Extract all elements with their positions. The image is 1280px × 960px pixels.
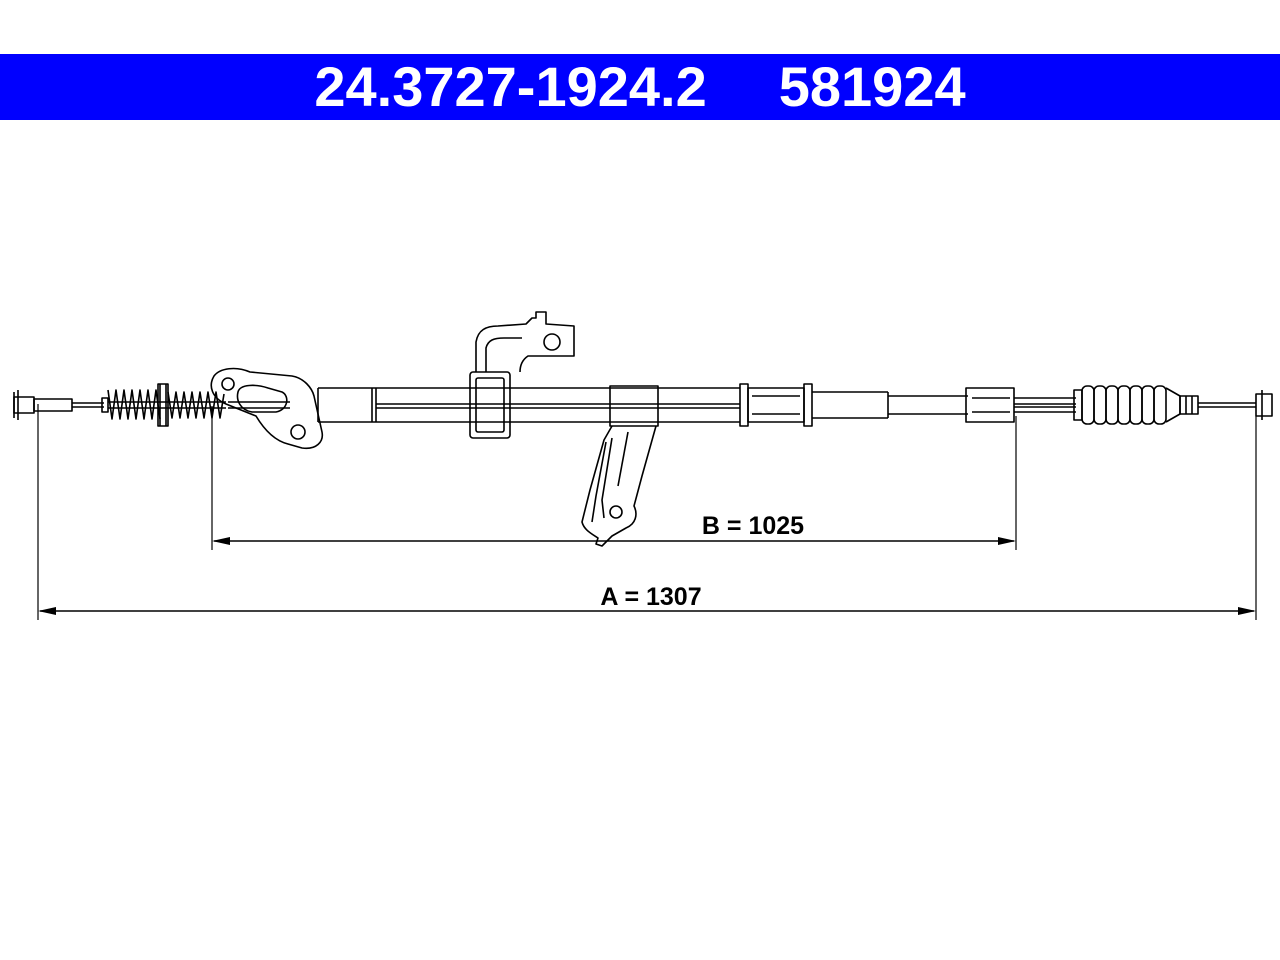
right-bellows-boot — [1073, 385, 1199, 425]
reference-number: 581924 — [778, 55, 966, 118]
conduit-sleeve — [739, 383, 968, 427]
cable-conduit — [317, 387, 740, 423]
left-mounting-bracket — [210, 367, 324, 450]
left-end-fitting — [13, 390, 104, 420]
dimension-a: A = 1307 — [38, 583, 1256, 615]
center-hanging-bracket — [581, 385, 659, 547]
dimension-a-label: A = 1307 — [600, 583, 701, 611]
extension-lines — [37, 404, 1257, 620]
left-spring — [101, 383, 226, 427]
part-number: 24.3727-1924.2 — [314, 55, 707, 118]
right-ferrule — [965, 387, 1076, 423]
right-end-fitting — [1198, 390, 1273, 420]
header-bar: 24.3727-1924.2 581924 — [0, 54, 1280, 120]
upper-clip-bracket — [469, 311, 575, 439]
dimension-b: B = 1025 — [212, 512, 1016, 545]
dimension-b-label: B = 1025 — [702, 512, 804, 540]
